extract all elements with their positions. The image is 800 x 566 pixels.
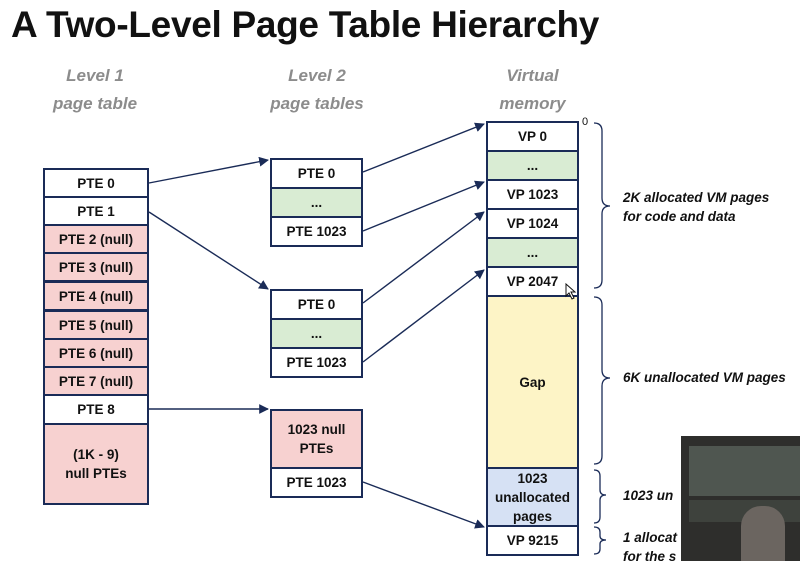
annotation-2k-line2: for code and data <box>623 209 736 224</box>
level2c-null-ptes-line1: 1023 null <box>287 422 346 437</box>
level1-null-ptes-line2: null PTEs <box>65 466 127 481</box>
vm-header-line2: memory <box>499 94 566 113</box>
vm-header-line1: Virtual <box>506 66 559 85</box>
level1-pte-0: PTE 0 <box>43 168 149 198</box>
vm-gap: Gap <box>486 295 579 469</box>
annotation-1-allocated: 1 allocat for the s <box>623 528 677 566</box>
vm-ellipsis-2: ... <box>486 237 579 268</box>
arrow-l2b0-to-vp1024 <box>362 211 485 304</box>
vm-unallocated-line1: 1023 <box>517 470 548 486</box>
arrow-l1pte0-to-l2a <box>148 156 269 184</box>
arrow-l2b1023-to-vp2047 <box>362 269 485 363</box>
level1-null-ptes-line1: (1K - 9) <box>73 447 119 462</box>
vm-vp-1023: VP 1023 <box>486 179 579 210</box>
level2a-ellipsis: ... <box>270 187 363 218</box>
webcam-video-overlay <box>681 436 800 561</box>
mouse-cursor-icon <box>565 282 577 300</box>
level1-pte-6: PTE 6 (null) <box>43 338 149 368</box>
vm-unallocated-line2: unallocated <box>494 489 570 505</box>
vm-vp-0: VP 0 <box>486 121 579 152</box>
level1-header: Level 1 page table <box>30 62 160 118</box>
brace-6k-unallocated <box>593 296 611 465</box>
brace-2k-allocated <box>593 122 611 289</box>
arrow-l2c1023-to-vp9215 <box>362 481 485 529</box>
level2-header: Level 2 page tables <box>252 62 382 118</box>
brace-1-allocated <box>593 526 607 555</box>
vm-header: Virtual memory <box>470 62 595 118</box>
webcam-board <box>689 446 800 496</box>
level2b-pte-1023: PTE 1023 <box>270 347 363 378</box>
arrow-l2a1023-to-vp1023 <box>362 180 485 232</box>
annotation-1023-unallocated: 1023 un <box>623 488 674 503</box>
annotation-2k-line1: 2K allocated VM pages <box>623 190 770 205</box>
level2c-null-ptes-line2: PTEs <box>299 441 334 456</box>
vm-address-zero: 0 <box>582 116 589 128</box>
level2c-pte-1023: PTE 1023 <box>270 467 363 498</box>
brace-1023-unallocated <box>593 469 607 524</box>
vm-unallocated-line3: pages <box>512 508 553 524</box>
annotation-2k-allocated: 2K allocated VM pages for code and data <box>623 188 769 226</box>
annotation-1-line2: for the s <box>623 549 677 564</box>
level1-header-line1: Level 1 <box>66 66 124 85</box>
vm-unallocated-pages: 1023 unallocated pages <box>486 467 579 527</box>
level2a-pte-1023: PTE 1023 <box>270 216 363 247</box>
level1-null-ptes: (1K - 9) null PTEs <box>43 423 149 505</box>
vm-vp-9215: VP 9215 <box>486 525 579 556</box>
level2-header-line2: page tables <box>270 94 364 113</box>
arrow-l2a0-to-vp0 <box>362 122 485 173</box>
level2-header-line1: Level 2 <box>288 66 346 85</box>
level1-header-line2: page table <box>52 94 138 113</box>
slide-title: A Two-Level Page Table Hierarchy <box>11 4 600 45</box>
annotation-1-line1: 1 allocat <box>623 530 678 545</box>
arrow-l1pte1-to-l2b <box>148 211 269 290</box>
annotation-6k-unallocated: 6K unallocated VM pages <box>623 370 786 385</box>
level1-pte-7: PTE 7 (null) <box>43 366 149 396</box>
webcam-figure <box>741 506 785 561</box>
